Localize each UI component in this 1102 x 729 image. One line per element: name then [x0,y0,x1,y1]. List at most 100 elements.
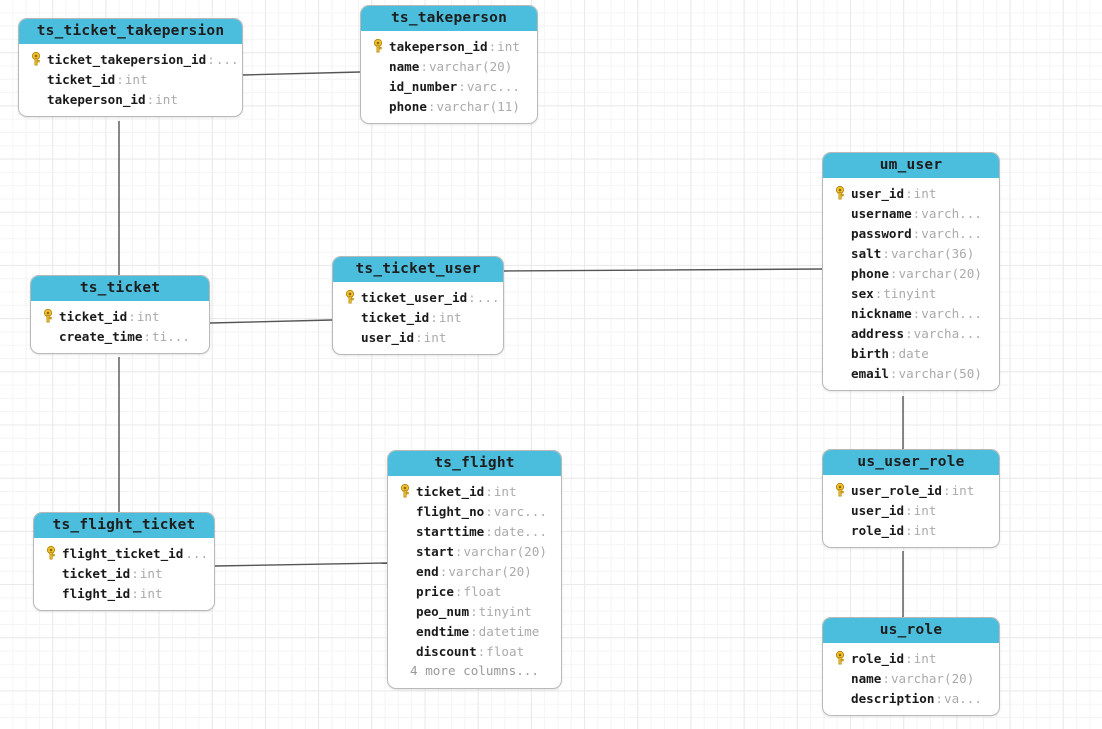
column-row[interactable]: role_id:int [823,520,999,540]
column-indent-slot [831,205,851,221]
column-row[interactable]: endtime:datetime [388,621,561,641]
column-separator: : [905,522,913,538]
column-separator: : [488,38,497,54]
column-separator: : [882,670,890,686]
column-row[interactable]: user_id:int [333,327,503,347]
column-row[interactable]: end:varchar(20) [388,561,561,581]
column-row[interactable]: takeperson_id:int [361,36,537,56]
column-name: create_time [59,328,143,344]
column-indent-slot [831,365,851,381]
column-type: varchar(50) [898,365,982,381]
column-type: varchar(20) [448,563,532,579]
table-title-ts_ticket[interactable]: ts_ticket [31,276,209,301]
column-row[interactable]: flight_ticket_id... [34,543,214,563]
column-row[interactable]: starttime:date... [388,521,561,541]
column-row[interactable]: ticket_id:int [333,307,503,327]
column-name: ticket_id [361,309,430,325]
column-row[interactable]: ticket_id:int [34,563,214,583]
column-row[interactable]: user_id:int [823,183,999,203]
column-row[interactable]: ticket_id:int [388,481,561,501]
column-type: va... [944,690,982,706]
column-row[interactable]: peo_num:tinyint [388,601,561,621]
edge-takepersion-takeperson[interactable] [242,71,361,76]
column-row[interactable]: discount:float [388,641,561,661]
column-row[interactable]: role_id:int [823,648,999,668]
column-type: varcha... [913,325,982,341]
column-row[interactable]: password:varch... [823,223,999,243]
table-title-um_user[interactable]: um_user [823,153,999,178]
column-row[interactable]: start:varchar(20) [388,541,561,561]
column-name: user_id [851,502,905,518]
column-row[interactable]: flight_id:int [34,583,214,603]
column-row[interactable]: user_id:int [823,500,999,520]
column-row[interactable]: birth:date [823,343,999,363]
column-row[interactable]: phone:varchar(20) [823,263,999,283]
table-title-ts_flight_ticket[interactable]: ts_flight_ticket [34,513,214,538]
column-row[interactable]: ticket_id:int [31,306,209,326]
column-type: date [898,345,929,361]
column-indent-slot [831,502,851,518]
edge-ticket-ticketuser[interactable] [209,319,333,324]
column-row[interactable]: name:varchar(20) [361,56,537,76]
column-name: user_id [851,185,905,201]
table-title-us_role[interactable]: us_role [823,618,999,643]
column-row[interactable]: username:varch... [823,203,999,223]
column-separator: : [912,225,921,241]
column-name: takeperson_id [389,38,488,54]
column-row[interactable]: ticket_user_id:... [333,287,503,307]
column-indent-slot [831,305,851,321]
column-row[interactable]: email:varchar(50) [823,363,999,383]
column-row[interactable]: create_time:ti... [31,326,209,346]
column-row[interactable]: id_number:varc... [361,76,537,96]
table-title-ts_flight[interactable]: ts_flight [388,451,561,476]
column-separator: : [485,483,493,499]
column-type: int [913,650,937,666]
column-row[interactable]: ticket_id:int [19,69,242,89]
column-row[interactable]: flight_no:varc... [388,501,561,521]
column-row[interactable]: address:varcha... [823,323,999,343]
column-name: name [851,670,882,686]
table-title-us_user_role[interactable]: us_user_role [823,450,999,475]
column-row[interactable]: price:float [388,581,561,601]
column-row[interactable]: salt:varchar(36) [823,243,999,263]
column-row[interactable]: ticket_takepersion_id:... [19,49,242,69]
column-name: email [851,365,889,381]
column-row[interactable]: phone:varchar(11) [361,96,537,116]
column-name: ticket_user_id [361,289,468,305]
column-row[interactable]: nickname:varch... [823,303,999,323]
column-separator: : [420,58,428,74]
column-row[interactable]: sex:tinyint [823,283,999,303]
table-title-ts_takeperson[interactable]: ts_takeperson [361,6,537,31]
edge-ticketuser-umuser[interactable] [503,268,823,272]
column-row[interactable]: description:va... [823,688,999,708]
table-node-ts_flight_ticket[interactable]: ts_flight_ticket flight_ticket_id...ticke… [33,512,215,611]
column-name: description [851,690,935,706]
column-separator: : [905,502,913,518]
column-name: phone [389,98,427,114]
column-type: varch... [921,225,982,241]
more-columns-label[interactable]: 4 more columns... [410,663,539,678]
column-type: ... [185,545,209,561]
table-title-ts_ticket_user[interactable]: ts_ticket_user [333,257,503,282]
table-title-ts_ticket_takepersion[interactable]: ts_ticket_takepersion [19,19,242,44]
column-row[interactable]: takeperson_id:int [19,89,242,109]
column-row[interactable]: user_role_id:int [823,480,999,500]
column-name: flight_id [62,585,131,601]
primary-key-icon [400,484,409,498]
primary-key-icon [31,52,40,66]
edge-flightticket-flight[interactable] [214,562,388,567]
column-name: user_role_id [851,482,942,498]
column-type: int [951,482,975,498]
column-row[interactable]: name:varchar(20) [823,668,999,688]
